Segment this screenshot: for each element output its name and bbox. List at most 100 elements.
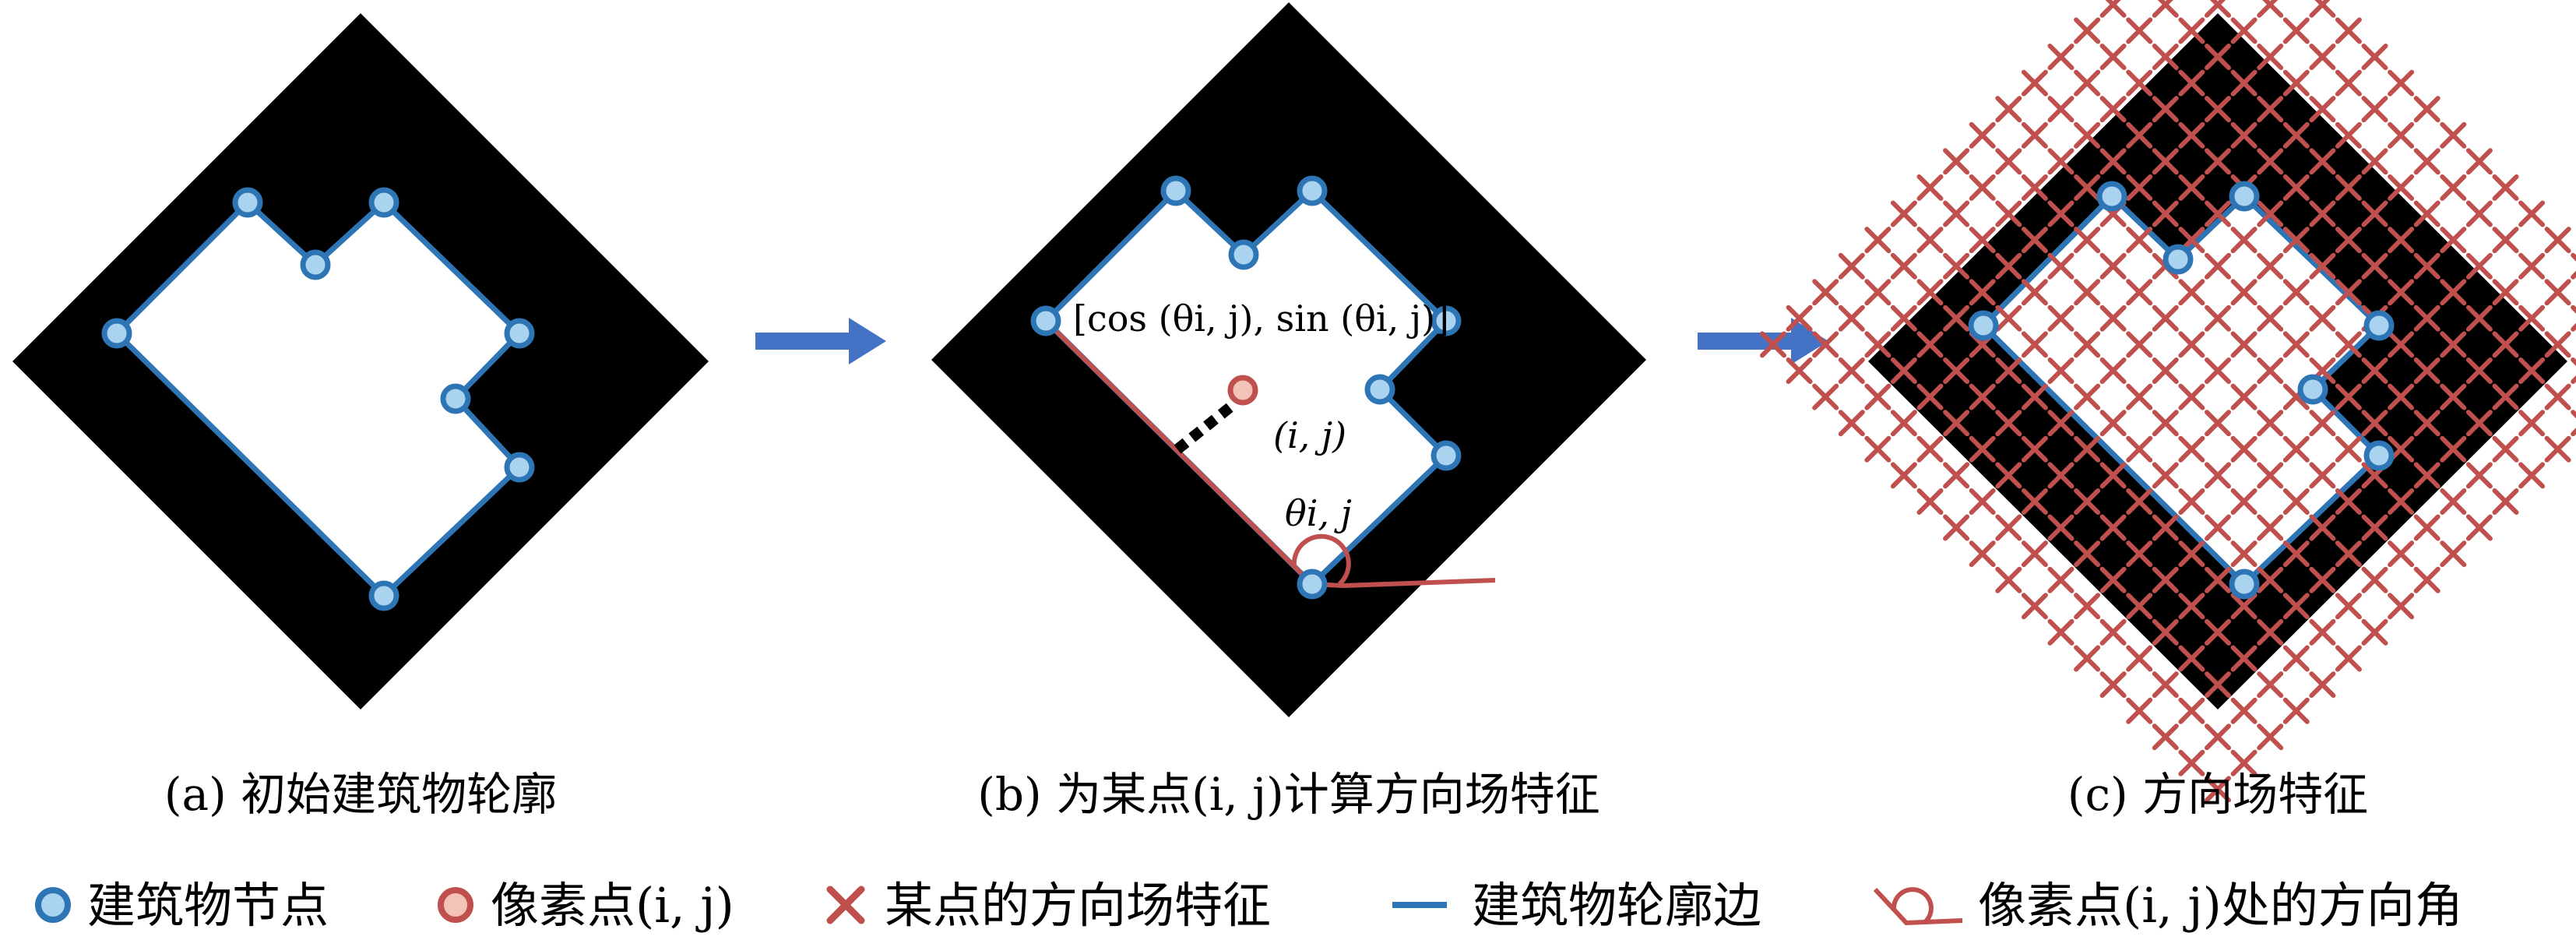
- direction-field-cross: [1916, 279, 1944, 306]
- direction-field-cross: [2309, 462, 2336, 489]
- legend-label-node: 建筑物节点: [87, 877, 329, 934]
- direction-field-cross: [1864, 435, 1892, 463]
- direction-field-cross: [2257, 252, 2284, 280]
- direction-field-cross: [2126, 383, 2153, 410]
- building-node: [2363, 440, 2395, 471]
- panel-c-nodes: [1968, 181, 2395, 600]
- direction-field-cross: [2230, 435, 2258, 463]
- direction-field-cross: [1890, 252, 1917, 280]
- direction-field-cross: [1864, 227, 1892, 254]
- direction-field-cross: [2388, 121, 2415, 149]
- direction-field-cross: [2021, 540, 2048, 568]
- direction-field-cross: [2152, 44, 2179, 70]
- direction-field-cross: [2021, 121, 2048, 149]
- direction-field-cross: [2257, 148, 2284, 175]
- direction-field-cross: [2413, 305, 2441, 332]
- direction-field-cross: [2178, 174, 2205, 201]
- direction-field-cross: [2465, 410, 2493, 437]
- building-node: [1297, 175, 1328, 206]
- direction-field-cross: [2465, 514, 2493, 541]
- direction-field-cross: [2178, 697, 2205, 724]
- direction-field-cross: [1812, 331, 1839, 358]
- building-node: [101, 318, 132, 349]
- building-node: [504, 318, 535, 349]
- direction-field-cross: [2126, 69, 2153, 97]
- direction-field-cross: [2335, 593, 2362, 620]
- direction-field-cross: [2047, 566, 2075, 593]
- panel-a-nodes: [101, 187, 535, 611]
- direction-field-cross: [1995, 514, 2022, 541]
- direction-field-cross: [2021, 174, 2048, 201]
- direction-field-cross: [2544, 227, 2571, 254]
- direction-field-cross: [2544, 279, 2571, 306]
- direction-field-cross: [2257, 514, 2284, 541]
- direction-field-cross: [2230, 593, 2258, 620]
- direction-field-cross: [2099, 252, 2127, 280]
- direction-field-cross: [2178, 121, 2205, 149]
- direction-field-cross: [2021, 435, 2048, 463]
- direction-field-cross: [2465, 305, 2493, 332]
- direction-field-crosses: [1760, 0, 2576, 803]
- direction-field-cross: [2205, 410, 2231, 437]
- direction-field-cross: [1916, 331, 1944, 358]
- building-node: [2096, 181, 2127, 212]
- direction-field-cross: [2440, 227, 2467, 254]
- direction-field-cross: [2178, 383, 2205, 410]
- direction-field-cross: [2413, 252, 2441, 280]
- direction-field-cross: [2152, 618, 2179, 646]
- direction-field-cross: [1969, 435, 1996, 463]
- direction-field-cross: [2440, 279, 2467, 306]
- direction-field-cross: [1916, 435, 1944, 463]
- direction-field-cross: [1916, 227, 1944, 254]
- direction-field-cross: [2492, 383, 2519, 410]
- direction-field-cross: [2257, 723, 2284, 751]
- building-node: [2363, 310, 2395, 341]
- direction-field-cross: [2126, 279, 2153, 306]
- direction-field-cross: [2152, 462, 2179, 489]
- direction-field-cross: [2361, 252, 2388, 280]
- direction-field-cross: [2282, 540, 2310, 568]
- direction-field-cross: [2205, 252, 2231, 280]
- direction-field-cross: [2205, 148, 2231, 175]
- direction-field-cross: [2152, 148, 2179, 175]
- direction-field-cross: [2309, 618, 2336, 646]
- direction-field-cross: [2205, 566, 2231, 593]
- direction-field-cross: [2465, 357, 2493, 384]
- direction-field-cross: [2440, 383, 2467, 410]
- building-node: [440, 383, 471, 414]
- direction-field-cross: [1969, 488, 1996, 515]
- direction-field-cross: [1995, 357, 2022, 384]
- direction-field-cross: [2335, 69, 2362, 97]
- direction-field-cross: [2230, 121, 2258, 149]
- direction-field-cross: [2309, 96, 2336, 123]
- direction-field-cross: [2178, 540, 2205, 568]
- direction-field-cross: [2309, 514, 2336, 541]
- building-node: [1160, 175, 1191, 206]
- direction-field-cross: [2152, 0, 2179, 18]
- direction-field-cross: [2205, 671, 2231, 699]
- direction-field-cross: [2047, 252, 2075, 280]
- direction-field-cross: [2440, 121, 2467, 149]
- direction-field-cross: [1995, 200, 2022, 227]
- direction-field-cross: [2282, 227, 2310, 254]
- direction-field-cross: [2335, 435, 2362, 463]
- direction-field-cross: [2152, 305, 2179, 332]
- building-node: [1030, 305, 1061, 336]
- direction-field-cross: [2126, 121, 2153, 149]
- direction-field-cross: [2388, 69, 2415, 97]
- direction-field-cross: [2047, 305, 2075, 332]
- direction-field-cross: [2230, 331, 2258, 358]
- direction-field-cross: [2099, 462, 2127, 489]
- angle-label: θi, j: [1285, 492, 1352, 534]
- direction-field-cross: [2413, 148, 2441, 175]
- direction-field-cross: [2099, 566, 2127, 593]
- angle-arc: [1291, 533, 1351, 586]
- direction-field-cross: [2074, 121, 2101, 149]
- direction-field-cross: [1890, 462, 1917, 489]
- direction-field-cross: [2074, 69, 2101, 97]
- direction-field-cross: [1864, 383, 1892, 410]
- pixel-point-icon: [438, 887, 473, 923]
- direction-field-cross: [2335, 331, 2362, 358]
- direction-field-cross: [2074, 279, 2101, 306]
